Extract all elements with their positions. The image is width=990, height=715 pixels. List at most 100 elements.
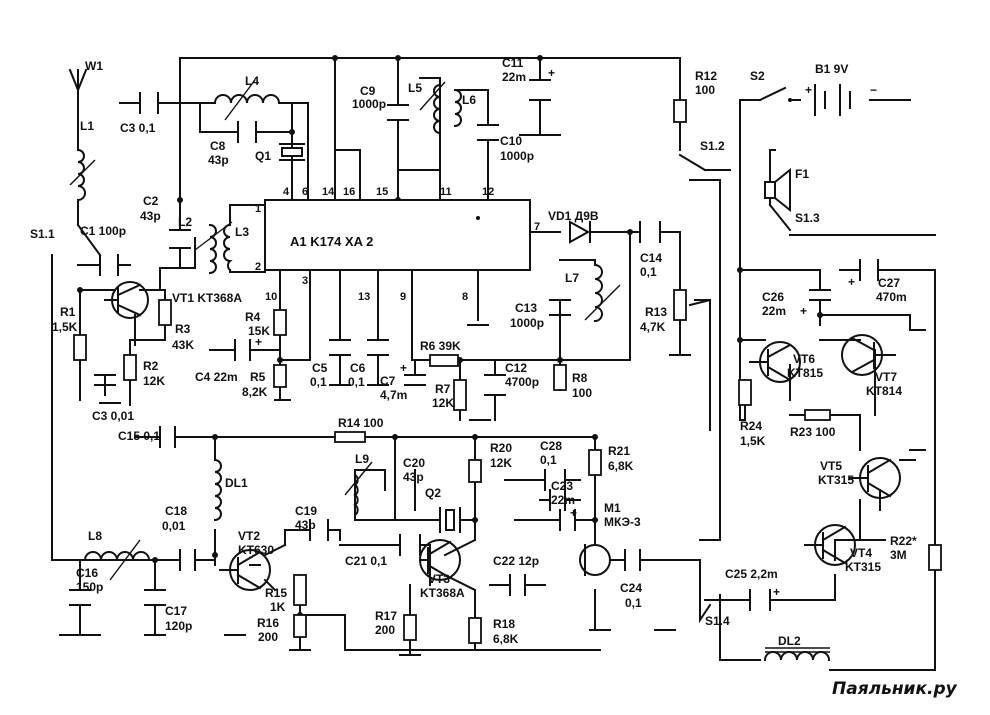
label-c1: C1 100p	[80, 224, 126, 238]
label-r8-val: 100	[572, 386, 592, 400]
pin-12: 12	[482, 186, 494, 198]
resistor-r1	[73, 334, 87, 361]
label-s1-3: S1.3	[795, 211, 820, 225]
label-c8-val: 43p	[208, 153, 229, 167]
label-s1-4: S1.4	[705, 614, 730, 628]
resistor-r21	[588, 449, 602, 476]
label-r20-ref: R20	[490, 441, 512, 455]
label-r18-ref: R18	[493, 617, 515, 631]
pin-7: 7	[534, 221, 540, 233]
label-c22: C22 12p	[493, 554, 539, 568]
label-vt4-val: KT315	[845, 560, 881, 574]
label-r12-val: 100	[695, 83, 715, 97]
label-w1: W1	[85, 59, 103, 73]
label-c17-ref: C17	[165, 604, 187, 618]
label-c14-ref: C14	[640, 251, 662, 265]
label-s1-2: S1.2	[700, 139, 725, 153]
label-c28-ref: C28	[540, 439, 562, 453]
label-l5: L5	[408, 81, 422, 95]
label-r1-ref: R1	[60, 305, 76, 319]
label-r16-ref: R16	[257, 616, 279, 630]
label-r7-ref: R7	[435, 382, 451, 396]
label-c5-ref: C5	[312, 361, 328, 375]
label-c28-val: 0,1	[540, 453, 557, 467]
resistor-r6	[429, 354, 459, 367]
label-c17-val: 120p	[165, 619, 192, 633]
label-c23-val: 22m	[551, 493, 575, 507]
pin-3: 3	[302, 275, 308, 287]
label-c10-ref: C10	[500, 134, 522, 148]
label-vt7-ref: VT7	[875, 370, 897, 384]
label-c2-ref: C2	[143, 194, 159, 208]
label-l4: L4	[245, 74, 259, 88]
watermark: Паяльник.ру	[832, 679, 958, 699]
label-c24-val: 0,1	[625, 596, 642, 610]
label-vd1: VD1 Д9В	[548, 209, 599, 223]
label-dl1: DL1	[225, 476, 248, 490]
wires	[51, 57, 936, 671]
label-l3: L3	[235, 225, 249, 239]
pin-4: 4	[283, 186, 290, 198]
label-c20-val: 43p	[403, 470, 424, 484]
label-l2: L2	[178, 215, 192, 229]
resistor-r4	[273, 309, 287, 336]
label-c24-ref: C24	[620, 581, 642, 595]
resistor-r20	[468, 459, 482, 483]
label-r22-val: 3M	[890, 548, 907, 562]
plus-c11: +	[548, 66, 555, 80]
label-c16-val: 150p	[76, 580, 103, 594]
label-c9-ref: C9	[360, 84, 376, 98]
resistor-r23	[804, 409, 831, 421]
label-c6-val: 0,1	[348, 375, 365, 389]
label-vt6-val: KT815	[787, 366, 823, 380]
label-vt5-val: KT315	[818, 473, 854, 487]
label-c12-val: 4700p	[505, 375, 539, 389]
label-q1: Q1	[255, 149, 271, 163]
label-l1: L1	[80, 119, 94, 133]
plus-c27: +	[848, 275, 855, 289]
label-r15-ref: R15	[265, 586, 287, 600]
pin-13: 13	[358, 291, 370, 303]
label-c7-val: 4,7m	[380, 388, 407, 402]
label-vt5-ref: VT5	[820, 459, 842, 473]
label-c8-ref: C8	[210, 139, 226, 153]
pin-10: 10	[265, 291, 277, 303]
label-c23-ref: C23	[551, 479, 573, 493]
label-r7-val: 12K	[432, 396, 454, 410]
label-vt3-ref: VT3	[428, 572, 450, 586]
inductor-dl1	[213, 458, 222, 522]
label-c21: C21 0,1	[345, 554, 387, 568]
resistor-r5	[273, 364, 287, 388]
label-q2: Q2	[425, 486, 441, 500]
resistor-r13	[673, 289, 687, 321]
label-r20-val: 12K	[490, 456, 512, 470]
label-r1-val: 1,5K	[52, 320, 78, 334]
label-r21-ref: R21	[608, 444, 630, 458]
minus-b1: −	[870, 83, 877, 97]
label-c26-val: 22m	[762, 304, 786, 318]
label-c18-ref: C18	[165, 504, 187, 518]
plus-b1: +	[805, 83, 812, 97]
label-r8-ref: R8	[572, 371, 588, 385]
label-r17-ref: R17	[375, 609, 397, 623]
ic-a1: A1 K174 XA 2 1 2 3 4 6 7 8 9 10 11 12 13…	[255, 186, 540, 303]
pin-11: 11	[440, 186, 452, 198]
label-c3-top: C3 0,1	[120, 121, 156, 135]
label-vt6-ref: VT6	[793, 352, 815, 366]
label-r3-ref: R3	[175, 322, 191, 336]
plus-c26: +	[800, 304, 807, 318]
label-c13-ref: C13	[515, 301, 537, 315]
label-c7-ref: C7	[380, 374, 396, 388]
label-r16-val: 200	[258, 630, 278, 644]
label-b1: B1 9V	[815, 62, 848, 76]
label-c12-ref: C12	[505, 361, 527, 375]
plus-c25: +	[773, 585, 780, 599]
label-r13-val: 4,7K	[640, 320, 666, 334]
diode-vd1	[569, 220, 591, 244]
label-r23: R23 100	[790, 425, 836, 439]
label-l8: L8	[88, 529, 102, 543]
label-r2-ref: R2	[143, 359, 159, 373]
label-r5-val: 8,2K	[242, 385, 268, 399]
label-vt1: VT1 KT368A	[172, 291, 242, 305]
pin-16: 16	[343, 186, 355, 198]
